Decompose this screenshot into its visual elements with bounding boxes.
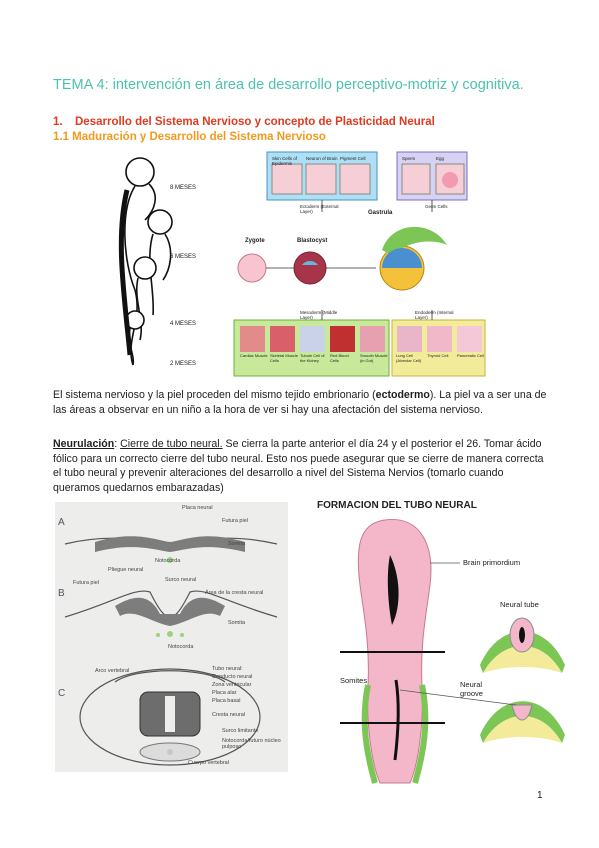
- gastrula-label: Gastrula: [368, 210, 393, 216]
- germ-cells-label: Germ Cells: [425, 204, 448, 209]
- p2-term: Neurulación: [53, 438, 115, 450]
- fetus-label-8: 8 MESES: [170, 185, 197, 191]
- page-title: TEMA 4: intervención en área de desarrol…: [53, 77, 524, 93]
- section-label: Desarrollo del Sistema Nervioso y concep…: [75, 116, 435, 128]
- p2-colon: :: [114, 438, 121, 450]
- endoderm-label: Endoderm (Internal Layer): [415, 310, 454, 320]
- fetus-label-6: 6 MESES: [170, 254, 197, 260]
- p1-after: ). La piel va a ser una de las áreas a o…: [53, 389, 547, 416]
- c-label-4: Placa alar: [212, 690, 237, 696]
- blastocyst-label: Blastocyst: [297, 238, 328, 244]
- germ-cell-0: Sperm: [402, 156, 416, 161]
- neural-tube-drawing: [340, 518, 565, 784]
- somites-label: Somites: [340, 676, 368, 685]
- c-label-9: Cuerpo vertebral: [188, 760, 229, 766]
- neural-groove-label: Neural groove: [460, 680, 483, 698]
- b-label-5: Notocorda: [168, 644, 194, 650]
- meso-cell-4: Smooth Muscle (in Gut): [360, 353, 388, 363]
- c-label-7: Surco limitante: [222, 728, 259, 734]
- meso-cell-2: Tubule Cell of the Kidney: [300, 353, 325, 363]
- c-label-1: Tubo neural:: [212, 666, 243, 672]
- brain-primordium-label: Brain primordium: [463, 558, 521, 567]
- neural-section-drawing: [64, 536, 278, 766]
- panel-label-b: B: [58, 588, 65, 599]
- germ-layer-diagram: [233, 151, 486, 377]
- meso-cell-1: Skeletal Muscle Cells: [270, 353, 299, 363]
- panel-label-a: A: [58, 517, 65, 528]
- paragraph-neurulation: Neurulación: Cierre de tubo neural. Se c…: [53, 437, 547, 495]
- p1-before: El sistema nervioso y la piel proceden d…: [53, 389, 376, 401]
- endo-cell-0: Lung Cell (Alveolar Cell): [396, 353, 422, 363]
- panel-label-c: C: [58, 688, 66, 699]
- page-number: 1: [537, 790, 543, 801]
- b-label-3: Área de la cresta neural: [205, 590, 264, 596]
- neural-tube-label: Neural tube: [500, 600, 539, 609]
- a-label-3: Notocorda: [155, 558, 181, 564]
- endo-cell-1: Thyroid Cell: [427, 353, 449, 358]
- b-label-2: Futura piel: [73, 580, 99, 586]
- c-label-5: Placa basal: [212, 698, 241, 704]
- neural-section-figure: [55, 502, 288, 772]
- meso-cell-3: Red Blood Cells: [330, 353, 349, 363]
- fetus-label-4: 4 MESES: [170, 321, 197, 327]
- b-label-1: Surco neural: [165, 577, 197, 583]
- a-label-1: Futura piel: [222, 518, 248, 524]
- c-label-0: Arco vertebral: [95, 668, 130, 674]
- b-label-0: Pliegue neural: [108, 567, 144, 573]
- p1-bold: ectodermo: [375, 389, 430, 401]
- ecto-cell-1: Neuron of Brain: [306, 156, 338, 161]
- section-heading: 1. Desarrollo del Sistema Nervioso y conc…: [53, 116, 435, 128]
- germ-cell-1: Egg: [436, 156, 445, 161]
- zygote-label: Zygote: [245, 238, 265, 244]
- mesoderm-label: Mesoderm (Middle Layer): [300, 310, 338, 320]
- b-label-4: Somita: [228, 620, 246, 626]
- meso-cell-0: Cardiac Muscle: [240, 353, 268, 358]
- paragraph-ectoderm: El sistema nervioso y la piel proceden d…: [53, 388, 547, 417]
- neural-tube-figure-caption: FORMACION DEL TUBO NEURAL: [317, 500, 477, 511]
- c-label-8: Notocorda/futuro núcleo pulposo: [222, 738, 281, 750]
- ecto-cell-0: Skin Cells of Epidermis: [272, 156, 298, 166]
- a-label-0: Placa neural: [182, 505, 213, 511]
- c-label-2: Conducto neural: [212, 674, 253, 680]
- section-number: 1.: [53, 116, 63, 128]
- endo-cell-2: Pancreatic Cell: [457, 353, 484, 358]
- fetus-label-2: 2 MESES: [170, 361, 197, 367]
- a-label-2: Somita: [228, 541, 246, 547]
- ectoderm-label: Ectoderm (External Layer): [300, 204, 339, 214]
- ecto-cell-2: Pigment Cell: [340, 156, 366, 161]
- fetus-development-figure: [118, 157, 173, 366]
- p2-after: Se cierra la parte anterior el día 24 y …: [53, 438, 544, 494]
- p2-underlined: Cierre de tubo neural.: [120, 438, 223, 450]
- c-label-3: Zona ventricular: [212, 682, 252, 688]
- c-label-6: Cresta neural: [212, 712, 246, 718]
- subsection-heading: 1.1 Maduración y Desarrollo del Sistema …: [53, 131, 326, 143]
